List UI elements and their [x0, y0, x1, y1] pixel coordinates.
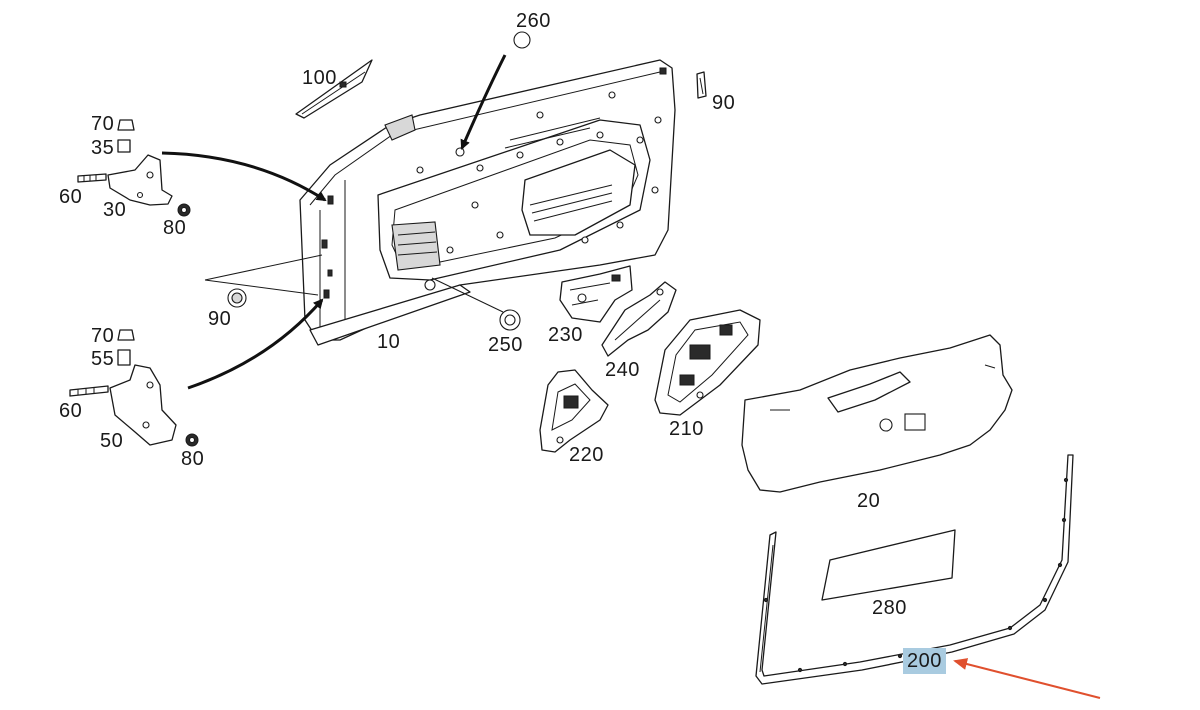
callout-50: 50: [100, 430, 124, 452]
seal-strip-200-part: [755, 454, 1074, 685]
callout-210: 210: [669, 418, 704, 440]
handle-bracket-240-part: [601, 281, 677, 357]
callout-70-bottom: 70: [91, 325, 115, 347]
upper-hinge-30-part: [77, 119, 191, 217]
door-lock-230-part: [559, 265, 633, 323]
grommet-90-leader: [204, 254, 323, 296]
callout-70-top: 70: [91, 113, 115, 135]
callout-240: 240: [605, 359, 640, 381]
lower-hinge-50-part: [69, 329, 199, 447]
callout-230: 230: [548, 324, 583, 346]
callout-90-top: 90: [712, 92, 736, 114]
callout-10: 10: [377, 331, 401, 353]
callout-60-bottom: 60: [59, 400, 83, 422]
callout-80-bottom: 80: [181, 448, 205, 470]
callout-280: 280: [872, 597, 907, 619]
door-shell-part: [299, 59, 676, 346]
callout-60-top: 60: [59, 186, 83, 208]
pad-280-part: [821, 529, 956, 601]
callout-20: 20: [857, 490, 881, 512]
regulator-220-part: [539, 369, 609, 453]
trim-carrier-210-part: [654, 309, 761, 416]
callout-250: 250: [488, 334, 523, 356]
insulation-sheet-20-part: [741, 334, 1013, 493]
callout-55: 55: [91, 348, 115, 370]
callout-80-top: 80: [163, 217, 187, 239]
callout-260: 260: [516, 10, 551, 32]
grommet-250-leader: [431, 277, 504, 313]
callout-35: 35: [91, 137, 115, 159]
plug-260-arrow: [460, 54, 507, 150]
grommet-250-part: [499, 309, 521, 331]
callout-220: 220: [569, 444, 604, 466]
callout-200-highlighted: 200: [903, 648, 946, 674]
callout-90-left: 90: [208, 308, 232, 330]
highlight-pointer-arrow: [953, 658, 1101, 699]
mirror-cover-100-part: [295, 59, 373, 119]
callout-30: 30: [103, 199, 127, 221]
grommet-90-part: [227, 288, 247, 308]
callout-100: 100: [302, 67, 337, 89]
lower-hinge-arrow: [187, 298, 324, 390]
upper-hinge-arrow: [161, 151, 327, 202]
clip-90-top-part: [696, 71, 707, 99]
plug-260-part: [513, 31, 531, 49]
